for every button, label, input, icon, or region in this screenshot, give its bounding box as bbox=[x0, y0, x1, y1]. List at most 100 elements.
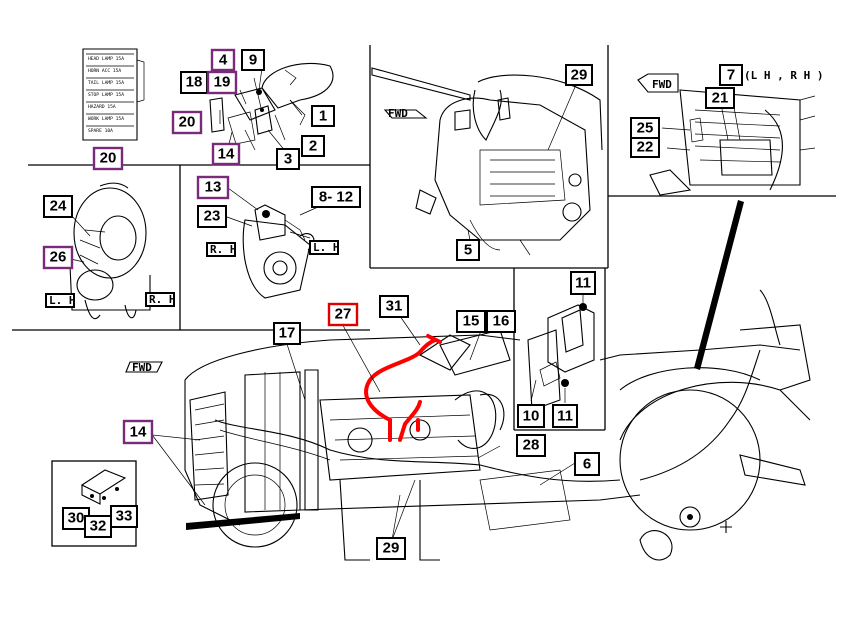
callout-14-top[interactable]: 14 bbox=[211, 142, 241, 166]
svg-text:22: 22 bbox=[637, 139, 654, 156]
svg-text:TAIL LAMP 15A: TAIL LAMP 15A bbox=[88, 80, 124, 86]
callout-32[interactable]: 32 bbox=[84, 515, 112, 538]
callout-22[interactable]: 22 bbox=[630, 136, 660, 158]
svg-text:30: 30 bbox=[68, 510, 85, 527]
callout-24[interactable]: 24 bbox=[43, 195, 73, 218]
fwd-arrow-main: FWD bbox=[125, 361, 163, 374]
callouts: 1 2 3 4 5 6 7 (L H , R H ) 8- 12 9 10 11… bbox=[42, 48, 823, 560]
callout-29-top[interactable]: 29 bbox=[565, 64, 593, 86]
svg-text:STOP LAMP 15A: STOP LAMP 15A bbox=[88, 92, 124, 98]
svg-text:19: 19 bbox=[214, 74, 231, 91]
svg-text:HEAD LAMP 15A: HEAD LAMP 15A bbox=[88, 56, 124, 62]
svg-text:SPARE 10A: SPARE 10A bbox=[88, 128, 113, 134]
svg-text:13: 13 bbox=[205, 179, 222, 196]
svg-text:26: 26 bbox=[50, 249, 67, 266]
svg-text:HORN ACC 15A: HORN ACC 15A bbox=[88, 68, 121, 74]
svg-text:15: 15 bbox=[463, 313, 480, 330]
callout-8-12[interactable]: 8- 12 bbox=[311, 186, 361, 208]
svg-text:HAZARD 15A: HAZARD 15A bbox=[88, 104, 116, 110]
svg-text:24: 24 bbox=[50, 198, 67, 215]
svg-text:21: 21 bbox=[712, 90, 729, 107]
callout-29-main[interactable]: 29 bbox=[376, 537, 406, 560]
callout-11-top[interactable]: 11 bbox=[570, 271, 596, 295]
starter-illustration bbox=[242, 204, 315, 299]
svg-text:WORK LAMP 15A: WORK LAMP 15A bbox=[88, 116, 124, 122]
callout-13[interactable]: 13 bbox=[196, 175, 230, 200]
callout-6[interactable]: 6 bbox=[574, 452, 600, 476]
svg-text:10: 10 bbox=[523, 408, 540, 425]
svg-text:16: 16 bbox=[493, 313, 510, 330]
svg-text:20: 20 bbox=[179, 114, 196, 131]
svg-text:R. H: R. H bbox=[149, 293, 176, 306]
svg-text:27: 27 bbox=[335, 306, 352, 323]
svg-text:18: 18 bbox=[186, 74, 203, 91]
callout-21[interactable]: 21 bbox=[705, 87, 735, 109]
callout-4[interactable]: 4 bbox=[210, 48, 236, 72]
fwd-arrow-right: FWD bbox=[637, 73, 679, 93]
svg-text:FWD: FWD bbox=[132, 361, 152, 374]
callout-10[interactable]: 10 bbox=[517, 404, 545, 428]
svg-text:(L H , R H ): (L H , R H ) bbox=[744, 69, 823, 82]
inset-bracket-detail bbox=[80, 469, 127, 505]
callout-23[interactable]: 23 bbox=[197, 205, 227, 228]
callout-27[interactable]: 27 bbox=[327, 302, 359, 327]
svg-text:11: 11 bbox=[557, 408, 573, 425]
callout-20-bracket[interactable]: 20 bbox=[171, 110, 203, 135]
svg-text:L. H: L. H bbox=[313, 241, 340, 254]
svg-text:20: 20 bbox=[100, 150, 117, 167]
callout-33[interactable]: 33 bbox=[110, 505, 138, 528]
svg-text:6: 6 bbox=[583, 456, 591, 473]
fuse-box-illustration: HEAD LAMP 15A HORN ACC 15A TAIL LAMP 15A… bbox=[82, 48, 145, 141]
svg-text:2: 2 bbox=[309, 138, 317, 155]
svg-text:3: 3 bbox=[284, 151, 292, 168]
svg-text:31: 31 bbox=[386, 298, 403, 315]
rear-harness-detail bbox=[649, 89, 816, 196]
svg-text:33: 33 bbox=[116, 508, 133, 525]
direction-label-rh-starter: R. H bbox=[206, 242, 237, 257]
callout-7[interactable]: 7 (L H , R H ) bbox=[719, 64, 823, 86]
svg-text:1: 1 bbox=[319, 108, 327, 125]
panel-dividers bbox=[12, 45, 836, 547]
svg-text:5: 5 bbox=[464, 242, 472, 259]
svg-text:28: 28 bbox=[523, 437, 540, 454]
callout-17[interactable]: 17 bbox=[273, 322, 301, 345]
callout-26[interactable]: 26 bbox=[42, 245, 74, 270]
svg-text:14: 14 bbox=[218, 146, 235, 163]
svg-text:32: 32 bbox=[90, 518, 107, 535]
svg-text:11: 11 bbox=[575, 275, 591, 292]
callout-25[interactable]: 25 bbox=[630, 117, 660, 139]
svg-text:FWD: FWD bbox=[388, 107, 408, 120]
svg-text:FWD: FWD bbox=[652, 78, 672, 91]
svg-text:17: 17 bbox=[279, 325, 296, 342]
svg-text:L. H: L. H bbox=[49, 294, 76, 307]
engine-lh-illustration bbox=[69, 182, 151, 320]
svg-text:7: 7 bbox=[727, 67, 735, 84]
engine-harness-detail bbox=[371, 67, 603, 256]
callout-18[interactable]: 18 bbox=[180, 71, 208, 94]
direction-label-lh-starter: L. H bbox=[309, 240, 340, 255]
svg-text:23: 23 bbox=[204, 208, 221, 225]
callout-28[interactable]: 28 bbox=[516, 434, 546, 457]
callout-5[interactable]: 5 bbox=[456, 239, 480, 261]
svg-text:R. H: R. H bbox=[210, 243, 237, 256]
svg-text:4: 4 bbox=[219, 52, 228, 69]
callout-14-main[interactable]: 14 bbox=[122, 419, 154, 445]
callout-31[interactable]: 31 bbox=[379, 295, 409, 318]
direction-label-lh-engine: L. H bbox=[45, 293, 76, 308]
relay-bracket-detail bbox=[527, 303, 595, 411]
svg-text:29: 29 bbox=[571, 67, 588, 84]
callout-2[interactable]: 2 bbox=[301, 135, 325, 157]
callout-15-16[interactable]: 15 16 bbox=[456, 310, 516, 333]
callout-19[interactable]: 19 bbox=[206, 70, 238, 95]
svg-text:9: 9 bbox=[249, 52, 257, 69]
callout-20-box[interactable]: 20 bbox=[92, 146, 124, 171]
callout-1[interactable]: 1 bbox=[311, 105, 335, 127]
svg-text:29: 29 bbox=[383, 540, 400, 557]
callout-9[interactable]: 9 bbox=[241, 49, 265, 71]
direction-label-rh-engine: R. H bbox=[145, 292, 176, 307]
highlighted-harness-27 bbox=[364, 334, 442, 442]
svg-text:14: 14 bbox=[130, 424, 147, 441]
callout-11-bottom[interactable]: 11 bbox=[552, 404, 578, 428]
callout-3[interactable]: 3 bbox=[276, 148, 300, 170]
svg-text:25: 25 bbox=[637, 120, 654, 137]
